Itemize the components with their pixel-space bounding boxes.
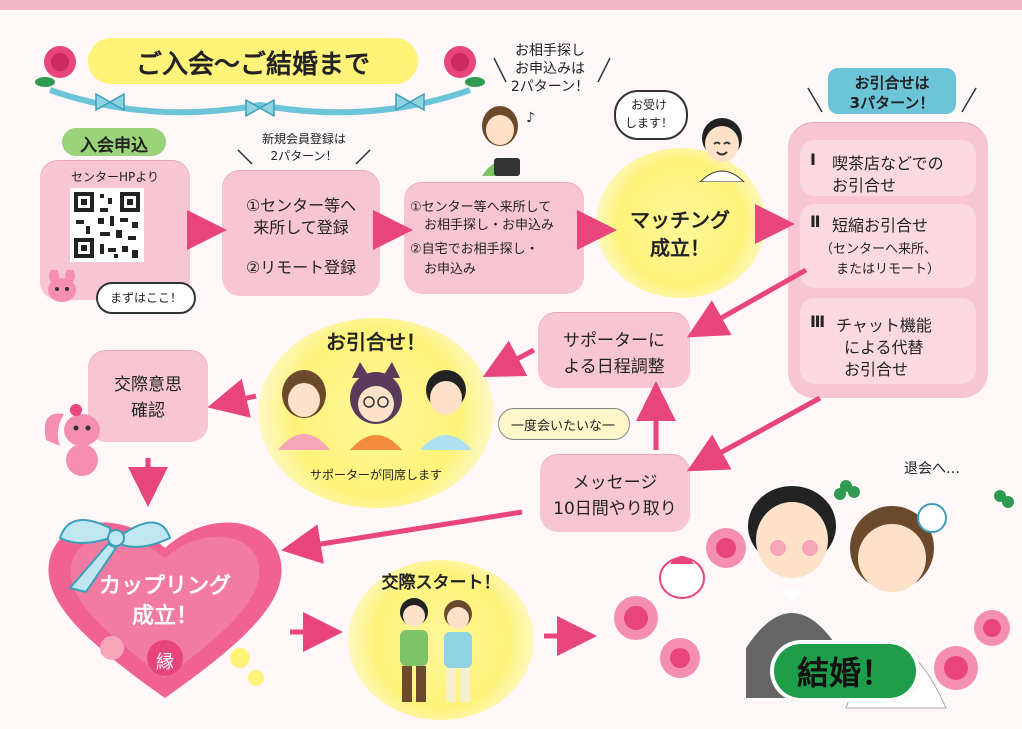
- pattern2-line2: （センターへ来所、: [820, 242, 938, 257]
- woman-walking-icon: [444, 600, 472, 702]
- matching-bubble-2: します！: [624, 116, 673, 130]
- nyukai-heading: 入会申込: [80, 136, 148, 156]
- pattern1-num: Ⅰ: [810, 150, 816, 169]
- pattern3-num: Ⅲ: [810, 312, 826, 331]
- pattern2-box: [800, 204, 976, 288]
- matching-circle: [596, 148, 766, 298]
- matching-bubble-shape: [614, 90, 688, 140]
- rose-right-icon: [444, 46, 485, 87]
- apply-box: [404, 182, 584, 294]
- pattern2-line3: またはリモート）: [836, 262, 941, 277]
- title-ribbon: [35, 46, 485, 118]
- qr-code-icon[interactable]: [70, 188, 144, 262]
- kosai-ishi-line2: 確認: [131, 401, 165, 421]
- top-strip: [0, 0, 1022, 10]
- pattern2-num: Ⅱ: [810, 212, 821, 231]
- register-box: [222, 170, 380, 296]
- apply-line1: ①センター等へ来所して: [410, 200, 552, 215]
- apply-caption-2: お申込みは: [515, 61, 585, 77]
- flowers-icon: [100, 636, 264, 686]
- page-title: ご入会〜ご結婚まで: [135, 50, 370, 80]
- pattern3-line2: による代替: [844, 338, 924, 357]
- mascot-bride-icon: [659, 556, 705, 599]
- meeting-caption-1: お引合せは: [854, 74, 930, 92]
- arrow-9: [686, 395, 822, 472]
- matching-line1: マッチング: [630, 208, 730, 232]
- message-line2: 10日間やり取り: [553, 499, 677, 519]
- taikai-label: 退会へ…: [904, 461, 960, 477]
- supporter-box: [538, 312, 690, 388]
- supporter-cat-icon: [350, 362, 402, 450]
- register-option1-line2: 来所して登録: [253, 218, 349, 237]
- title-badge: [88, 38, 418, 84]
- pattern1-line2: お引合せ: [832, 176, 897, 195]
- arrow-6: [482, 340, 536, 377]
- apply-line3: ②自宅でお相手探し・: [410, 242, 539, 257]
- pattern3-line3: お引合せ: [844, 360, 909, 379]
- woman-left-icon: [278, 370, 330, 450]
- couple-line2: 成立！: [131, 604, 198, 629]
- pattern1-box: [800, 140, 976, 196]
- nyukai-bubble: まずはここ！: [109, 291, 182, 305]
- kekkon-title: 結婚！: [796, 654, 893, 692]
- roses-icon: [614, 528, 1010, 690]
- apply-line2: お相手探し・お申込み: [424, 218, 555, 233]
- register-option1-line1: ①センター等へ: [245, 196, 357, 215]
- groom-icon: [746, 486, 838, 698]
- hikiawase-title: お引合せ！: [326, 330, 426, 354]
- kekkon-banner: [770, 640, 920, 702]
- supporter-line1: サポーターに: [563, 331, 665, 351]
- man-smile-icon: [699, 118, 745, 182]
- pattern1-line1: 喫茶店などでの: [832, 154, 944, 173]
- kosai-start-title: 交際スタート！: [381, 573, 501, 593]
- mascot-peek-icon: [48, 270, 76, 302]
- meeting-caption-badge: [828, 68, 956, 114]
- matching-line2: 成立！: [650, 236, 710, 260]
- nyukai-hp-label: センターHPより: [70, 170, 160, 184]
- wedding-illustration: [614, 480, 1014, 709]
- message-bubble-shape: [498, 408, 630, 440]
- kosai-ishi-line1: 交際意思: [114, 375, 182, 395]
- pattern2-line1: 短縮お引合せ: [832, 216, 929, 235]
- couple-en: 縁: [156, 652, 174, 673]
- couple-walking-icon: [400, 598, 472, 702]
- rose-left-icon: [35, 46, 76, 87]
- clover-icon: [834, 480, 1014, 508]
- nyukai-heading-badge: [62, 128, 166, 156]
- apply-caption-3: 2パターン！: [510, 79, 590, 95]
- arrow-5: [686, 267, 808, 338]
- arrow-7: [207, 378, 257, 418]
- meeting-caption-2: 3パターン！: [849, 94, 935, 112]
- register-caption-1: 新規会員登録は: [261, 132, 346, 146]
- nyukai-bubble-shape: [96, 282, 196, 314]
- message-box: [540, 454, 690, 532]
- message-line1: メッセージ: [572, 473, 658, 493]
- message-bubble: 一度会いたいな一: [510, 419, 615, 434]
- couple-heart: [48, 519, 282, 698]
- man-walking-icon: [400, 598, 428, 702]
- woman-tablet-icon: ♪: [482, 106, 535, 176]
- couple-line1: カップリング: [98, 574, 231, 599]
- arrow-11: [281, 509, 523, 564]
- svg-text:♪: ♪: [526, 110, 535, 126]
- squirrel-mascot-icon: [44, 404, 100, 476]
- man-right-icon: [420, 370, 472, 450]
- register-caption-2: 2パターン！: [270, 149, 338, 163]
- apply-caption-1: お相手探し: [515, 43, 585, 59]
- pattern3-box: [800, 298, 976, 384]
- pattern3-line1: チャット機能: [836, 316, 932, 335]
- register-option2: ②リモート登録: [245, 258, 357, 277]
- apply-line4: お申込み: [424, 262, 477, 277]
- hikiawase-caption: サポーターが同席します: [309, 468, 442, 482]
- supporter-line2: よる日程調整: [563, 357, 665, 377]
- kosai-ishi-box: [88, 350, 208, 442]
- ribbon-bow-icon: [58, 519, 172, 594]
- three-people-icon: [278, 362, 472, 450]
- matching-bubble-1: お受け: [630, 98, 667, 112]
- kosai-start-circle: [348, 560, 534, 720]
